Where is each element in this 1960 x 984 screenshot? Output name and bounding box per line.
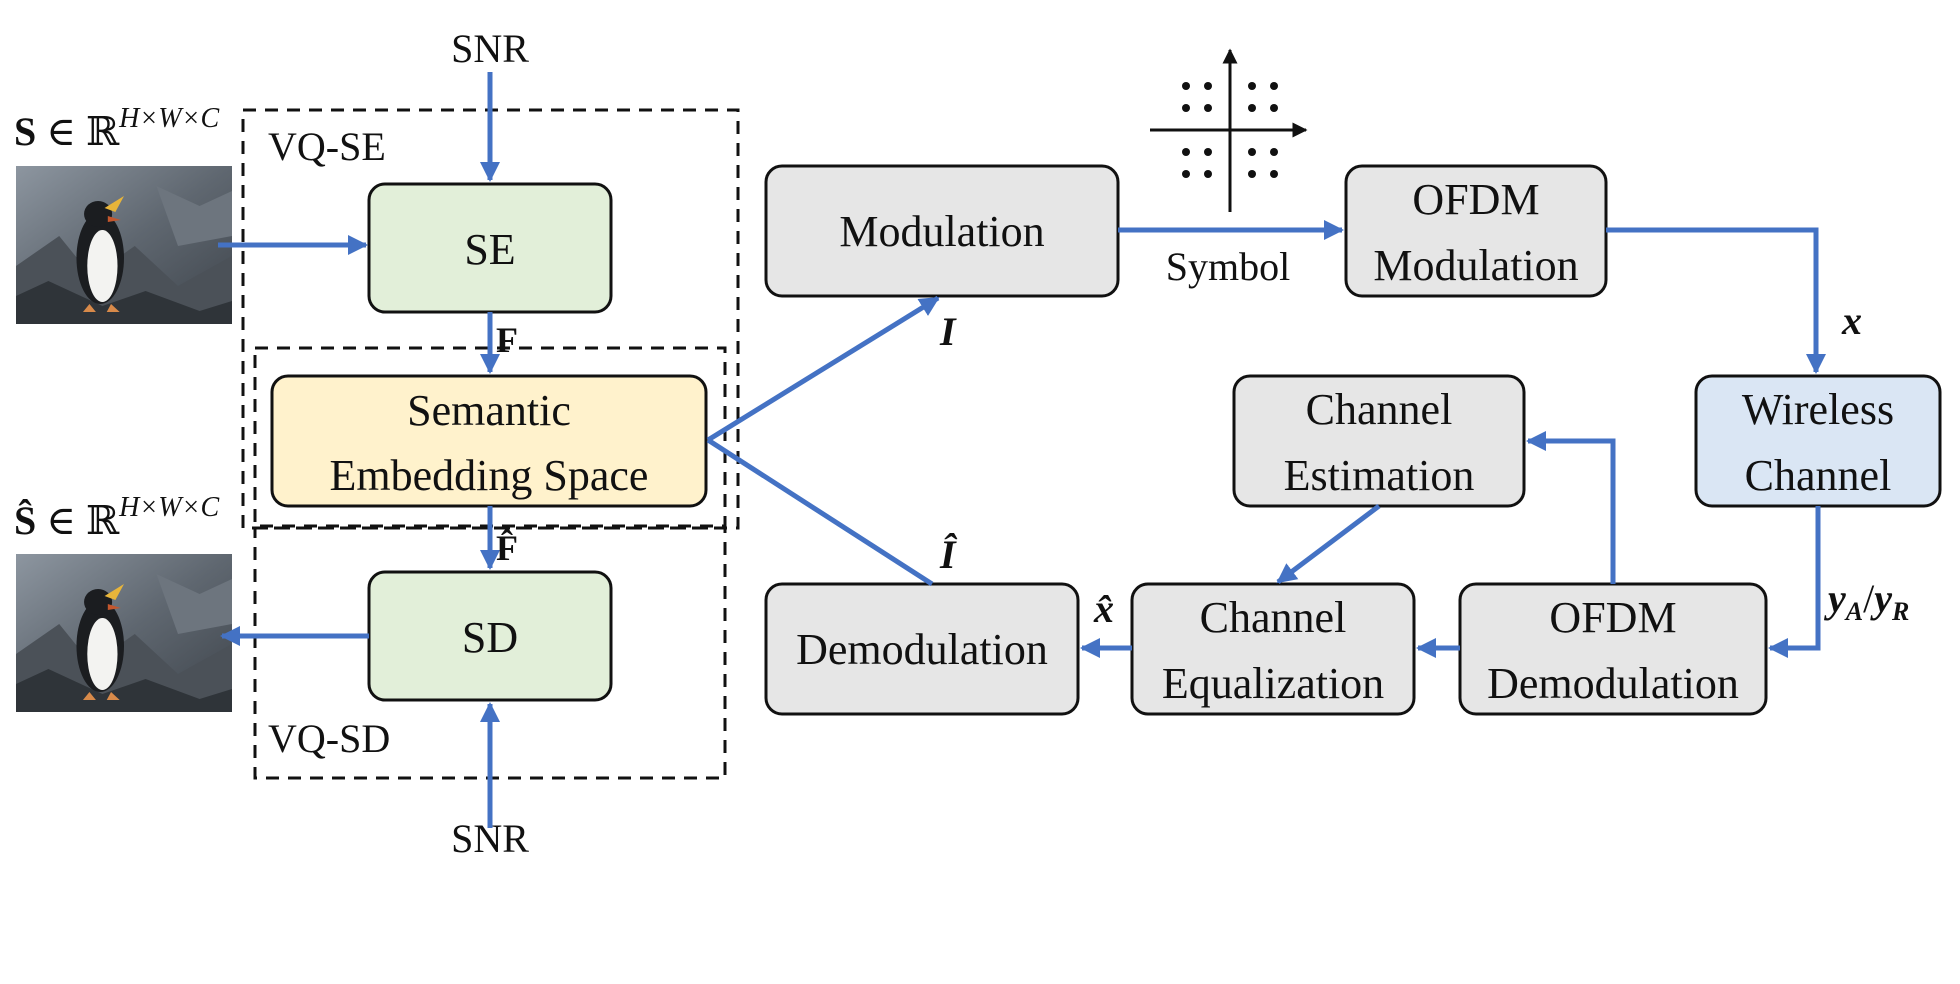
svg-text:Wireless: Wireless bbox=[1742, 385, 1894, 434]
demodulation-to-embedding-line bbox=[706, 437, 934, 587]
semantic-embedding-block: Semantic Embedding Space bbox=[270, 374, 708, 508]
svg-text:Modulation: Modulation bbox=[1373, 241, 1578, 290]
estimation-to-equalization-arrow bbox=[1276, 504, 1381, 584]
svg-text:OFDM: OFDM bbox=[1412, 175, 1539, 224]
feature-hat-label: F̂ bbox=[496, 528, 518, 568]
svg-text:Channel: Channel bbox=[1745, 451, 1892, 500]
reconstructed-image bbox=[16, 554, 233, 712]
index-label: I bbox=[939, 309, 957, 354]
svg-text:Demodulation: Demodulation bbox=[796, 625, 1048, 674]
ofdm-to-channel-arrow bbox=[1606, 227, 1826, 374]
snr-top-label: SNR bbox=[451, 26, 529, 71]
modulation-block: Modulation bbox=[764, 164, 1120, 298]
svg-text:OFDM: OFDM bbox=[1549, 593, 1676, 642]
equalized-signal-label: x̂ bbox=[1093, 586, 1114, 631]
embedding-to-modulation-arrow bbox=[706, 295, 940, 443]
demodulation-block: Demodulation bbox=[764, 582, 1080, 716]
feature-label: F bbox=[496, 320, 518, 360]
svg-text:Estimation: Estimation bbox=[1284, 451, 1475, 500]
svg-text:Demodulation: Demodulation bbox=[1487, 659, 1739, 708]
index-hat-label: Î bbox=[939, 532, 958, 577]
vq-se-group-label: VQ-SE bbox=[268, 124, 386, 169]
vq-sd-group-label: VQ-SD bbox=[268, 716, 390, 761]
svg-text:Channel: Channel bbox=[1200, 593, 1347, 642]
source-image bbox=[16, 166, 233, 324]
svg-text:Semantic: Semantic bbox=[407, 386, 571, 435]
channel-to-ofdm-demod-arrow bbox=[1768, 506, 1821, 658]
svg-text:SD: SD bbox=[462, 613, 518, 662]
ofdm-demod-to-estimation-arrow bbox=[1526, 431, 1616, 584]
svg-text:Equalization: Equalization bbox=[1162, 659, 1384, 708]
channel-equalization-block: Channel Equalization bbox=[1130, 582, 1416, 716]
svg-text:Modulation: Modulation bbox=[839, 207, 1044, 256]
se-block: SE bbox=[367, 182, 613, 314]
svg-text:Channel: Channel bbox=[1306, 385, 1453, 434]
svg-text:SE: SE bbox=[464, 225, 515, 274]
channel-estimation-block: Channel Estimation bbox=[1232, 374, 1526, 508]
ofdm-modulation-block: OFDM Modulation bbox=[1344, 164, 1608, 298]
source-image-label: S ∈ ℝH×W×C bbox=[14, 103, 219, 154]
svg-text:Embedding Space: Embedding Space bbox=[330, 451, 649, 500]
reconstructed-image-label: Ŝ ∈ ℝH×W×C bbox=[14, 492, 219, 543]
constellation-icon bbox=[1150, 48, 1308, 212]
rx-signal-label: yA/yR bbox=[1824, 576, 1909, 626]
wireless-channel-block: Wireless Channel bbox=[1694, 374, 1942, 508]
ofdm-demodulation-block: OFDM Demodulation bbox=[1458, 582, 1768, 716]
symbol-label: Symbol bbox=[1166, 244, 1290, 289]
tx-signal-label: x bbox=[1841, 298, 1862, 343]
sd-block: SD bbox=[367, 570, 613, 702]
